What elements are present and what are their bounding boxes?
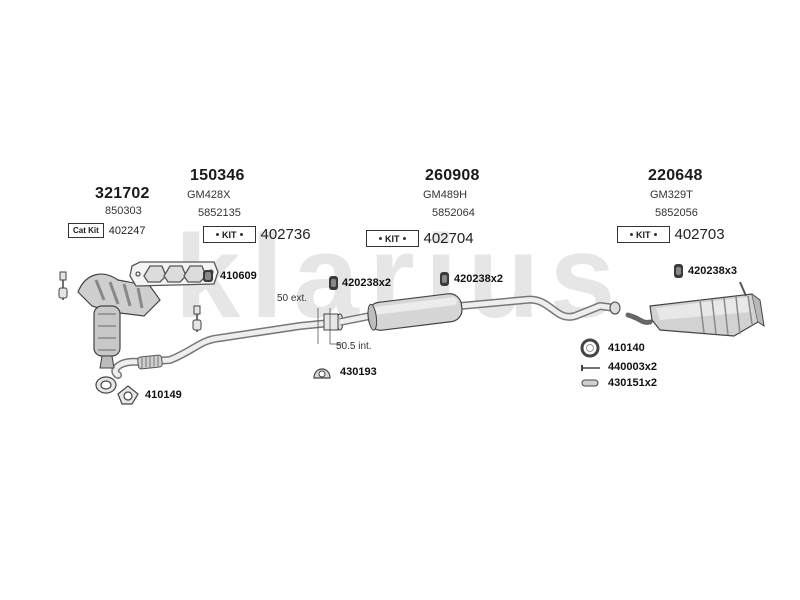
group-1-sub-code: 850303	[105, 205, 142, 217]
group-2-ref-code: 5852135	[198, 207, 241, 219]
group-2-main-code: 150346	[190, 167, 245, 184]
ring-gasket-icon	[580, 338, 600, 358]
group-4-sub-code: GM329T	[650, 189, 693, 201]
part-label-manifold-gasket: 410609	[220, 270, 257, 282]
bolt-icon	[581, 365, 600, 371]
group-3-main-code: 260908	[425, 167, 480, 184]
catalytic-converter-icon	[77, 273, 161, 369]
flange-gasket-icon	[95, 376, 139, 405]
rubber-hanger-icon	[313, 368, 331, 379]
dimension-guides	[317, 308, 342, 345]
part-label-clamp-3: 420238x3	[688, 265, 737, 277]
group-3-kit-row: KIT 402704	[366, 230, 474, 247]
kit-badge: KIT	[203, 226, 256, 243]
part-label-hanger: 430151x2	[608, 377, 657, 389]
note-internal-diameter: 50.5 int.	[336, 341, 372, 352]
group-3-sub-code: GM489H	[423, 189, 468, 201]
kit-badge: Cat Kit	[68, 223, 104, 238]
clamp-icon	[203, 264, 683, 290]
group-4-main-code: 220648	[648, 167, 703, 184]
rear-silencer-icon	[649, 281, 765, 337]
group-1-main-code: 321702	[95, 185, 150, 202]
group-1-kit-code: 402247	[108, 224, 146, 237]
group-3-ref-code: 5852064	[432, 207, 475, 219]
kit-badge: KIT	[617, 226, 670, 243]
group-2-kit-code: 402736	[260, 226, 311, 243]
group-2-sub-code: GM428X	[187, 189, 231, 201]
part-label-clamp-1: 420238x2	[342, 277, 391, 289]
part-label-flange-gasket: 410149	[145, 389, 182, 401]
part-label-bolt: 440003x2	[608, 361, 657, 373]
part-label-clamp-2: 420238x2	[454, 273, 503, 285]
group-4-kit-code: 402703	[674, 226, 725, 243]
group-4-kit-row: KIT 402703	[617, 226, 725, 243]
note-external-diameter: 50 ext.	[277, 293, 308, 304]
part-label-ring: 410140	[608, 342, 645, 354]
hanger-small-icon	[581, 379, 599, 387]
middle-silencer-icon	[339, 293, 463, 331]
group-3-kit-code: 402704	[423, 230, 474, 247]
kit-badge: KIT	[366, 230, 419, 247]
group-2-kit-row: KIT 402736	[203, 226, 311, 243]
group-1-kit-row: Cat Kit 402247	[68, 223, 146, 238]
lambda-sensor-icon	[58, 271, 202, 332]
group-4-ref-code: 5852056	[655, 207, 698, 219]
part-label-mount: 430193	[340, 366, 377, 378]
